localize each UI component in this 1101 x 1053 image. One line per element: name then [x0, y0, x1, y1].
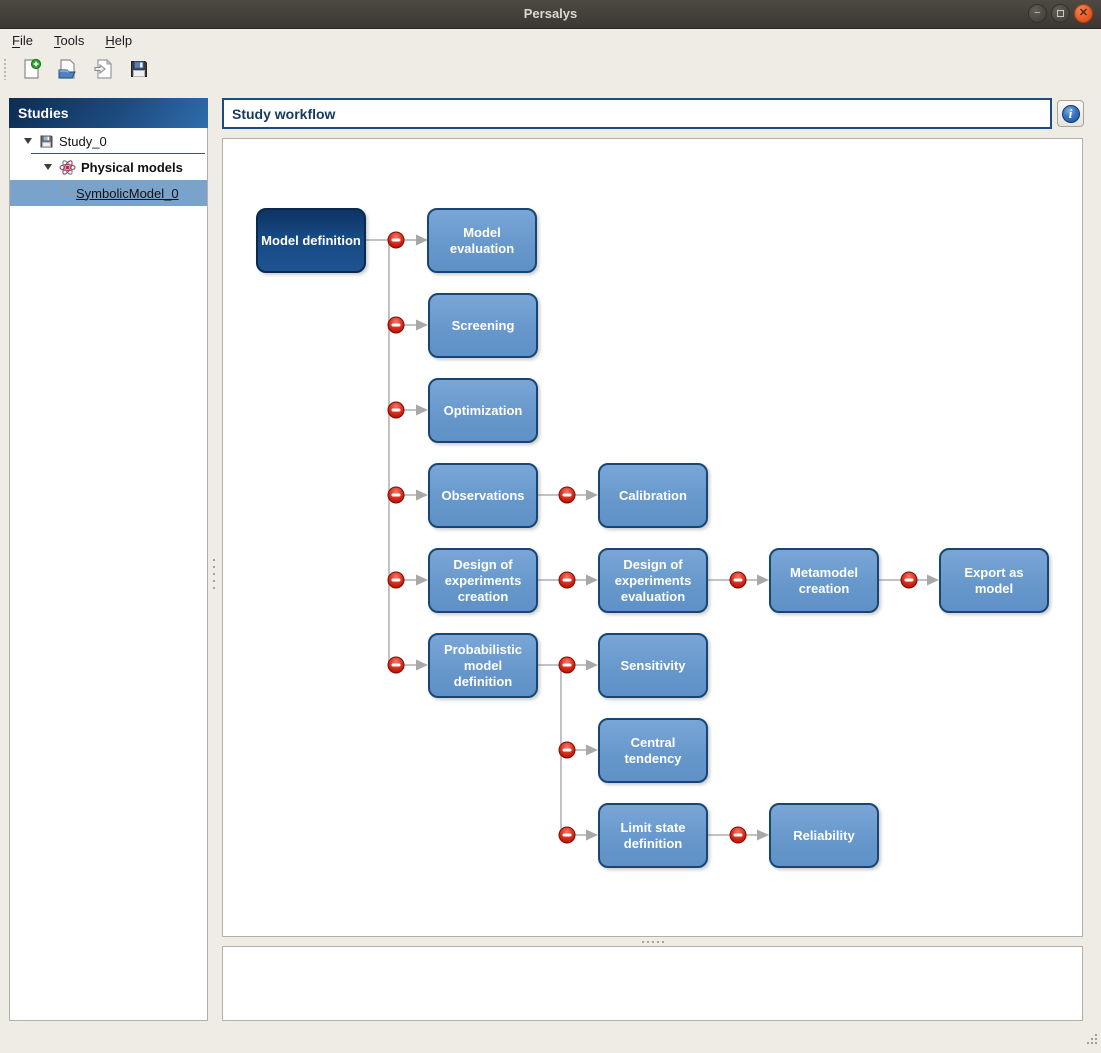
menu-tools[interactable]: Tools — [53, 32, 85, 48]
info-button[interactable]: i — [1057, 100, 1084, 127]
no-entry-icon — [558, 571, 576, 589]
save-icon — [39, 134, 54, 149]
menu-help[interactable]: Help — [105, 32, 133, 48]
workflow-node-limit-state-definition[interactable]: Limit state definition — [598, 803, 708, 868]
workflow-node-calibration[interactable]: Calibration — [598, 463, 708, 528]
workflow-node-sensitivity[interactable]: Sensitivity — [598, 633, 708, 698]
no-entry-icon — [558, 486, 576, 504]
toolbar — [0, 52, 1101, 86]
tree-separator — [31, 153, 205, 154]
maximize-icon — [1057, 10, 1064, 17]
toolbar-drag-handle[interactable] — [3, 58, 8, 80]
workflow-node-design-of-experiments-evaluation[interactable]: Design of experiments evaluation — [598, 548, 708, 613]
no-entry-icon — [387, 656, 405, 674]
workflow-node-observations[interactable]: Observations — [428, 463, 538, 528]
menubar: File Tools Help — [0, 29, 1101, 51]
no-entry-icon — [558, 656, 576, 674]
workflow-node-central-tendency[interactable]: Central tendency — [598, 718, 708, 783]
no-entry-icon — [729, 826, 747, 844]
tree-item-label[interactable]: Study_0 — [59, 133, 107, 149]
maximize-button[interactable] — [1051, 4, 1070, 23]
no-entry-icon — [729, 571, 747, 589]
no-entry-icon — [558, 741, 576, 759]
workflow-node-design-of-experiments-creation[interactable]: Design of experiments creation — [428, 548, 538, 613]
save-study-icon — [131, 61, 147, 77]
new-study-icon — [24, 58, 42, 79]
workflow-node-model-definition[interactable]: Model definition — [256, 208, 366, 273]
collapse-arrow-icon[interactable] — [44, 164, 52, 170]
close-button[interactable]: ✕ — [1074, 4, 1093, 23]
atom-icon — [59, 159, 76, 176]
titlebar: Persalys − ✕ — [0, 0, 1101, 29]
tree-item-study-0[interactable]: Study_0 — [10, 128, 207, 154]
tree-item-label[interactable]: SymbolicModel_0 — [76, 185, 179, 201]
menu-file[interactable]: File — [12, 32, 33, 48]
workflow-title: Study workflow — [232, 105, 336, 122]
workflow-node-export-as-model[interactable]: Export as model — [939, 548, 1049, 613]
studies-tree: Study_0 Physical models SymbolicModel_0 — [10, 128, 207, 206]
import-script-button[interactable] — [88, 54, 118, 84]
tree-branch-line — [62, 181, 74, 195]
window-title: Persalys — [523, 6, 578, 21]
no-entry-icon — [387, 316, 405, 334]
info-icon: i — [1061, 104, 1080, 123]
open-study-button[interactable] — [52, 54, 82, 84]
no-entry-icon — [387, 486, 405, 504]
workflow-node-optimization[interactable]: Optimization — [428, 378, 538, 443]
tree-item-physical-models[interactable]: Physical models — [10, 154, 207, 180]
no-entry-icon — [387, 231, 405, 249]
workflow-node-probabilistic-model-definition[interactable]: Probabilistic model definition — [428, 633, 538, 698]
no-entry-icon — [900, 571, 918, 589]
collapse-arrow-icon[interactable] — [24, 138, 32, 144]
tree-item-label[interactable]: Physical models — [81, 159, 183, 175]
open-study-icon — [58, 59, 76, 79]
workflow-node-model-evaluation[interactable]: Model evaluation — [427, 208, 537, 273]
workflow-title-box: Study workflow — [222, 98, 1052, 129]
horizontal-splitter-handle[interactable] — [637, 940, 669, 944]
save-study-button[interactable] — [124, 54, 154, 84]
workflow-node-metamodel-creation[interactable]: Metamodel creation — [769, 548, 879, 613]
workflow-node-screening[interactable]: Screening — [428, 293, 538, 358]
studies-panel-header: Studies — [9, 98, 208, 128]
no-entry-icon — [387, 401, 405, 419]
studies-panel-title: Studies — [18, 105, 69, 121]
minimize-button[interactable]: − — [1028, 4, 1047, 23]
studies-tree-panel: Study_0 Physical models SymbolicModel_0 — [9, 128, 208, 1021]
workflow-node-reliability[interactable]: Reliability — [769, 803, 879, 868]
import-script-icon — [94, 58, 113, 79]
resize-grip[interactable] — [1086, 1033, 1099, 1051]
window-controls: − ✕ — [1028, 4, 1093, 23]
tree-item-symbolicmodel-0[interactable]: SymbolicModel_0 — [10, 180, 207, 206]
vertical-splitter-handle[interactable] — [212, 555, 216, 593]
no-entry-icon — [387, 571, 405, 589]
new-study-button[interactable] — [16, 54, 46, 84]
message-panel — [222, 946, 1083, 1021]
no-entry-icon — [558, 826, 576, 844]
